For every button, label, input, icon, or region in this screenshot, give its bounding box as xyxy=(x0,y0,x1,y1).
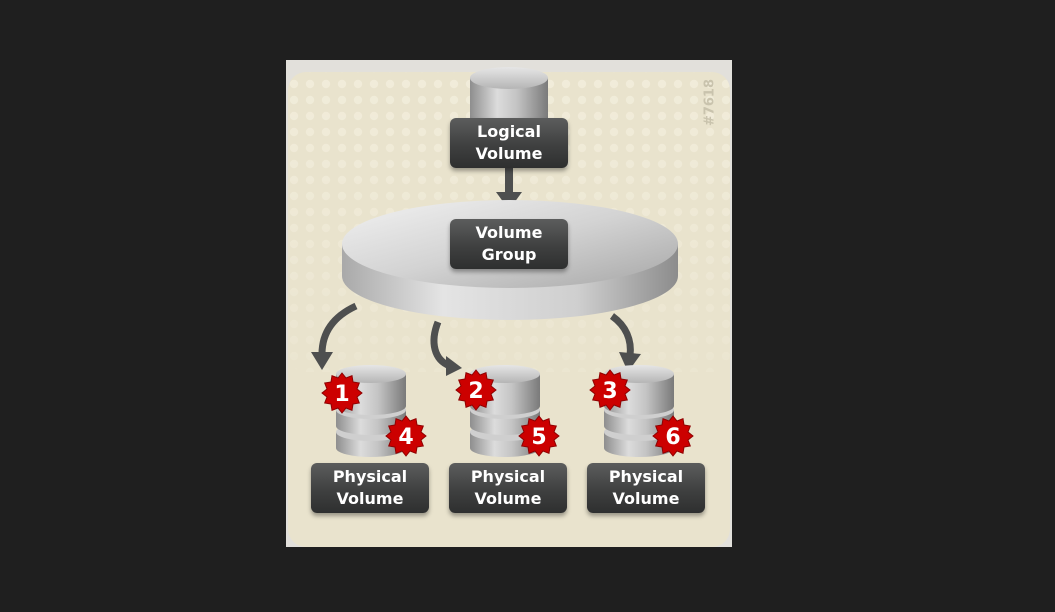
arrow-vg-to-pv3-icon xyxy=(609,313,641,372)
logical-volume-label: Logical Volume xyxy=(450,118,568,168)
physical-volume-2-label: Physical Volume xyxy=(449,463,567,513)
physical-volume-3-label-line1: Physical xyxy=(608,467,684,486)
physical-volume-1-cylinders-icon xyxy=(336,365,406,457)
physical-volume-1-label-line1: Physical xyxy=(332,467,408,486)
physical-volume-3-label-line2: Volume xyxy=(612,489,680,508)
logical-volume-label-line1: Logical xyxy=(477,122,541,141)
pv2-bottom-badge-number: 5 xyxy=(531,425,546,450)
pv3-bottom-badge: 6 xyxy=(652,415,694,457)
figure-id-watermark: #7618 xyxy=(702,78,718,127)
pv3-top-badge: 3 xyxy=(589,369,631,411)
logical-volume-label-line2: Volume xyxy=(475,144,543,163)
pv2-top-badge: 2 xyxy=(455,369,497,411)
volume-group-label: Volume Group xyxy=(450,219,568,269)
pv1-bottom-badge: 4 xyxy=(385,415,427,457)
pv3-bottom-badge-number: 6 xyxy=(665,425,680,450)
pv2-bottom-badge: 5 xyxy=(518,415,560,457)
volume-group-label-line1: Volume xyxy=(475,223,543,242)
physical-volume-2-label-line1: Physical xyxy=(470,467,546,486)
arrow-vg-to-pv2-icon xyxy=(430,320,462,376)
volume-group-label-line2: Group xyxy=(481,245,537,264)
pv2-top-badge-number: 2 xyxy=(468,379,483,404)
physical-volume-2-label-line2: Volume xyxy=(474,489,542,508)
lvm-diagram: 1 4 2 5 3 6 #7618 Logical Volume Volume Group… xyxy=(286,60,732,547)
pv3-top-badge-number: 3 xyxy=(602,379,617,404)
diagram-graphics: 1 4 2 5 3 6 xyxy=(288,67,730,547)
arrow-vg-to-pv1-icon xyxy=(311,302,358,370)
pv1-bottom-badge-number: 4 xyxy=(398,425,413,450)
physical-volume-1-label-line2: Volume xyxy=(336,489,404,508)
physical-volume-1-label: Physical Volume xyxy=(311,463,429,513)
pv1-top-badge: 1 xyxy=(321,372,363,414)
pv1-top-badge-number: 1 xyxy=(334,382,349,407)
physical-volume-3-label: Physical Volume xyxy=(587,463,705,513)
